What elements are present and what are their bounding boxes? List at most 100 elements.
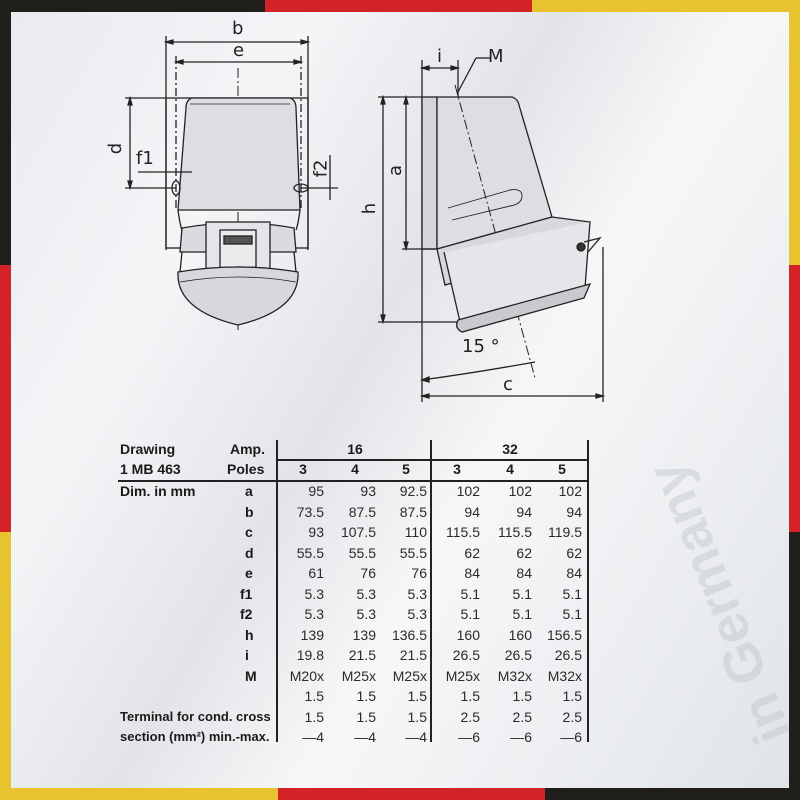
table-cell: 92.5 [399, 483, 427, 499]
terminal-min-cell: 1.5 [407, 708, 427, 725]
table-amp-underline [276, 459, 589, 461]
border-bottom-red [278, 788, 545, 800]
table-cell: 94 [464, 503, 480, 520]
dim-label-c: c [503, 374, 513, 395]
table-cell: 73.5 [296, 503, 324, 520]
border-bottom-black [545, 788, 800, 800]
table-cell: 84 [464, 565, 480, 581]
table-cell: 76 [411, 565, 427, 581]
table-cell: 87.5 [348, 503, 376, 520]
terminal-label-line2: section (mm²) min.-max. [120, 729, 270, 744]
table-cell: 62 [566, 544, 582, 561]
drawing-code: 1 MB 463 [120, 461, 181, 477]
table-cell: 5.1 [562, 585, 582, 602]
table-cell: M20x [289, 667, 324, 684]
border-right-red [789, 265, 800, 532]
table-cell: 139 [300, 626, 324, 643]
border-right-yellow [789, 0, 800, 265]
dim-label-f1: f1 [136, 148, 154, 169]
table-cell: 62 [516, 544, 532, 561]
table-cell: 55.5 [296, 544, 324, 561]
terminal-max-cell: —6 [458, 729, 480, 745]
row-key-h: h [245, 626, 254, 643]
table-cell: 5.1 [460, 585, 480, 602]
row-key-i: i [245, 647, 249, 663]
terminal-max-cell: —4 [302, 729, 324, 745]
table-cell: 5.3 [407, 585, 427, 602]
table-cell: 93 [308, 524, 324, 540]
poles-label: Poles [227, 461, 265, 477]
row-key-a: a [245, 483, 253, 499]
document-canvas: in Germany [11, 12, 789, 788]
table-cell: 110 [404, 524, 427, 540]
table-cell: 5.1 [562, 606, 582, 622]
poles-32-5: 5 [558, 461, 566, 477]
terminal-max-cell: —6 [510, 729, 532, 745]
table-cell: 84 [566, 565, 582, 581]
table-cell: 5.3 [356, 585, 376, 602]
row-key-e: e [245, 565, 253, 581]
table-divider-groups [430, 440, 432, 742]
terminal-min-cell: 2.5 [512, 708, 532, 725]
dim-in-mm-label: Dim. in mm [120, 483, 196, 499]
table-cell: 5.3 [356, 606, 376, 622]
dim-label-i: i [437, 46, 443, 67]
dim-label-e: e [233, 40, 245, 61]
dim-label-b: b [232, 18, 244, 39]
table-cell: 26.5 [554, 647, 582, 663]
amp-32-header: 32 [502, 441, 518, 457]
table-cell: 1.5 [407, 688, 427, 704]
row-key-d: d [245, 544, 254, 561]
table-cell: 160 [456, 626, 480, 643]
table-cell: M32x [497, 667, 532, 684]
poles-16-4: 4 [351, 461, 359, 477]
table-cell: 95 [308, 483, 324, 499]
table-cell: 26.5 [452, 647, 480, 663]
table-cell: 62 [464, 544, 480, 561]
table-cell: 26.5 [504, 647, 532, 663]
table-cell: 115.5 [498, 524, 532, 540]
terminal-label-line1: Terminal for cond. cross [120, 708, 271, 724]
table-cell: 21.5 [399, 647, 427, 663]
row-key-b: b [245, 503, 254, 520]
row-key-f1: f1 [240, 585, 253, 602]
table-cell: 87.5 [399, 503, 427, 520]
table-cell: 61 [308, 565, 324, 581]
table-cell: 94 [566, 503, 582, 520]
row-key-M: M [245, 667, 257, 684]
terminal-max-cell: —6 [560, 729, 582, 745]
terminal-min-cell: 1.5 [304, 708, 324, 725]
poles-32-3: 3 [453, 461, 461, 477]
table-cell: 5.1 [512, 585, 532, 602]
table-divider-label [276, 440, 278, 742]
table-cell: 94 [516, 503, 532, 520]
border-top-red [265, 0, 532, 12]
amp-label: Amp. [230, 441, 265, 457]
table-cell: 102 [558, 483, 582, 499]
table-divider-right [587, 440, 589, 742]
border-left-black [0, 0, 11, 265]
table-cell: 156.5 [546, 626, 582, 643]
border-left-red [0, 265, 11, 532]
table-cell: 19.8 [296, 647, 324, 663]
dim-label-M: M [488, 46, 504, 67]
table-cell: 115.5 [446, 524, 480, 540]
table-cell: M32x [547, 667, 582, 684]
table-cell: 76 [360, 565, 376, 581]
table-cell: 5.3 [304, 585, 324, 602]
table-cell: 93 [360, 483, 376, 499]
front-view-drawing [125, 36, 338, 330]
poles-32-4: 4 [506, 461, 514, 477]
table-cell: M25x [445, 667, 480, 684]
border-left-yellow [0, 532, 11, 800]
table-cell: 102 [456, 483, 480, 499]
terminal-min-cell: 2.5 [460, 708, 480, 725]
terminal-max-cell: —4 [405, 729, 427, 745]
table-cell: 5.3 [304, 606, 324, 622]
table-cell: 1.5 [562, 688, 582, 704]
technical-drawing [125, 36, 606, 402]
table-cell: 21.5 [348, 647, 376, 663]
row-key-f2: f2 [240, 606, 253, 622]
table-cell: 160 [508, 626, 532, 643]
